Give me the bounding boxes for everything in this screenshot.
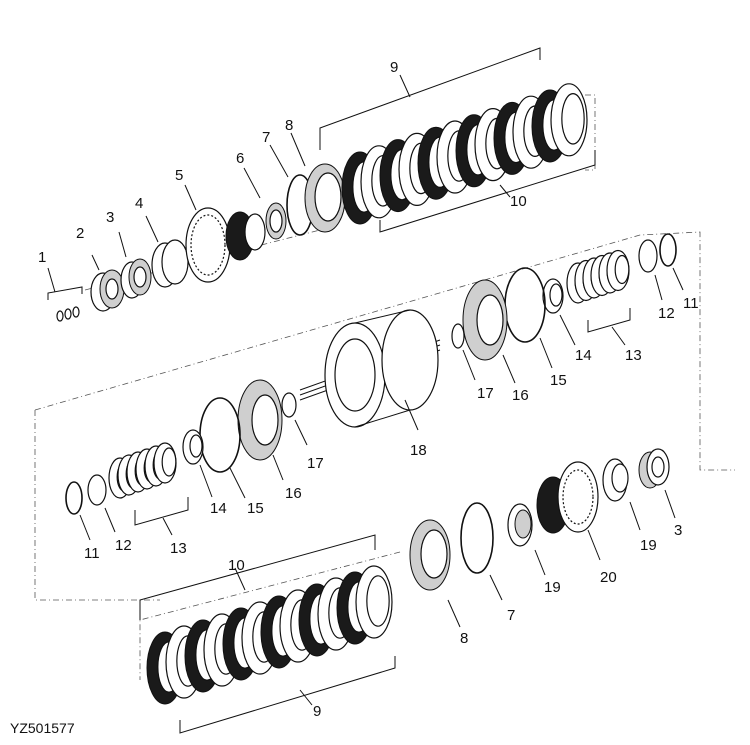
part-19-sleeve-right <box>602 458 641 531</box>
part-5-gear-hub <box>184 184 266 283</box>
callout-11-left: 11 <box>84 545 100 562</box>
section-outline <box>34 231 735 680</box>
part-1-o-rings <box>47 267 83 322</box>
part-19-sleeve-left <box>507 503 546 576</box>
part-20-gear <box>536 461 601 561</box>
callout-9-lower: 9 <box>313 703 321 720</box>
callout-9: 9 <box>390 59 398 76</box>
callout-7-lower: 7 <box>507 607 515 624</box>
bracket-9-top <box>319 47 541 150</box>
leader-10-bottom <box>234 567 246 591</box>
callout-3-right: 3 <box>674 522 682 539</box>
part-6-washer <box>243 167 287 240</box>
part-3-bearing <box>118 231 152 299</box>
leader-13-right <box>611 326 626 346</box>
part-13-spring-pack-right <box>566 249 630 304</box>
callout-8-lower: 8 <box>460 630 468 647</box>
part-16-piston-right <box>462 279 516 384</box>
callout-19-left: 19 <box>544 579 561 596</box>
callout-17: 17 <box>477 385 494 402</box>
callout-12-left: 12 <box>115 537 132 554</box>
bracket-10-bottom <box>139 534 376 620</box>
part-16-piston-left <box>237 379 284 481</box>
part-18-drum-shaft <box>299 309 441 431</box>
part-2-bearing <box>90 254 125 312</box>
bracket-10-top <box>379 150 596 233</box>
part-3-bearing-right <box>638 448 676 519</box>
leader-9-bottom <box>299 689 313 706</box>
leader-13-left <box>162 517 173 536</box>
callout-4: 4 <box>135 195 143 212</box>
disc-hole <box>561 93 585 145</box>
part-14-washer-left <box>182 429 213 498</box>
disc-hole <box>614 254 630 285</box>
callout-13: 13 <box>625 347 642 364</box>
callout-8: 8 <box>285 117 293 134</box>
bracket-9-bottom <box>179 656 396 734</box>
leader-9-top <box>399 74 411 98</box>
callout-14-left: 14 <box>210 500 227 517</box>
part-11-snap-ring-left <box>65 481 91 541</box>
part-4-sleeve <box>145 215 189 288</box>
callout-5: 5 <box>175 167 183 184</box>
figure-code: YZ501577 <box>10 720 75 736</box>
callout-1: 1 <box>38 249 46 266</box>
part-8-plate <box>290 132 346 233</box>
part-14-washer-right <box>542 278 576 346</box>
callout-6: 6 <box>236 150 244 167</box>
disc-hole <box>366 575 390 627</box>
leader-10-top <box>499 184 511 198</box>
part-9-10-clutch-pack-bottom <box>146 565 393 705</box>
part-8-plate-lower <box>409 519 461 628</box>
callout-3: 3 <box>106 209 114 226</box>
callout-7: 7 <box>262 129 270 146</box>
callout-14: 14 <box>575 347 592 364</box>
callout-20: 20 <box>600 569 617 586</box>
callout-17-left: 17 <box>307 455 324 472</box>
part-11-snap-ring-right <box>659 233 684 291</box>
disc-hole <box>161 447 177 477</box>
part-15-seal-right <box>504 267 553 369</box>
callout-10-lower: 10 <box>228 557 245 574</box>
callout-16-left: 16 <box>285 485 302 502</box>
callout-18: 18 <box>410 442 427 459</box>
callout-2: 2 <box>76 225 84 242</box>
part-9-10-clutch-pack-top <box>341 83 588 225</box>
callout-16: 16 <box>512 387 529 404</box>
callout-15-left: 15 <box>247 500 264 517</box>
callout-11: 11 <box>683 295 699 312</box>
part-13-spring-pack-left <box>108 442 177 499</box>
part-12-retainer-left <box>87 474 116 533</box>
callout-19-right: 19 <box>640 537 657 554</box>
callout-10: 10 <box>510 193 527 210</box>
bracket-13-left <box>134 497 189 526</box>
part-17-o-ring-right <box>451 323 476 381</box>
callout-15: 15 <box>550 372 567 389</box>
callout-12: 12 <box>658 305 675 322</box>
bracket-13-right <box>587 308 631 333</box>
callout-13-left: 13 <box>170 540 187 557</box>
part-17-o-ring-left <box>281 392 308 446</box>
part-7-snap-ring-lower <box>460 502 503 601</box>
part-12-retainer-right <box>638 239 663 301</box>
